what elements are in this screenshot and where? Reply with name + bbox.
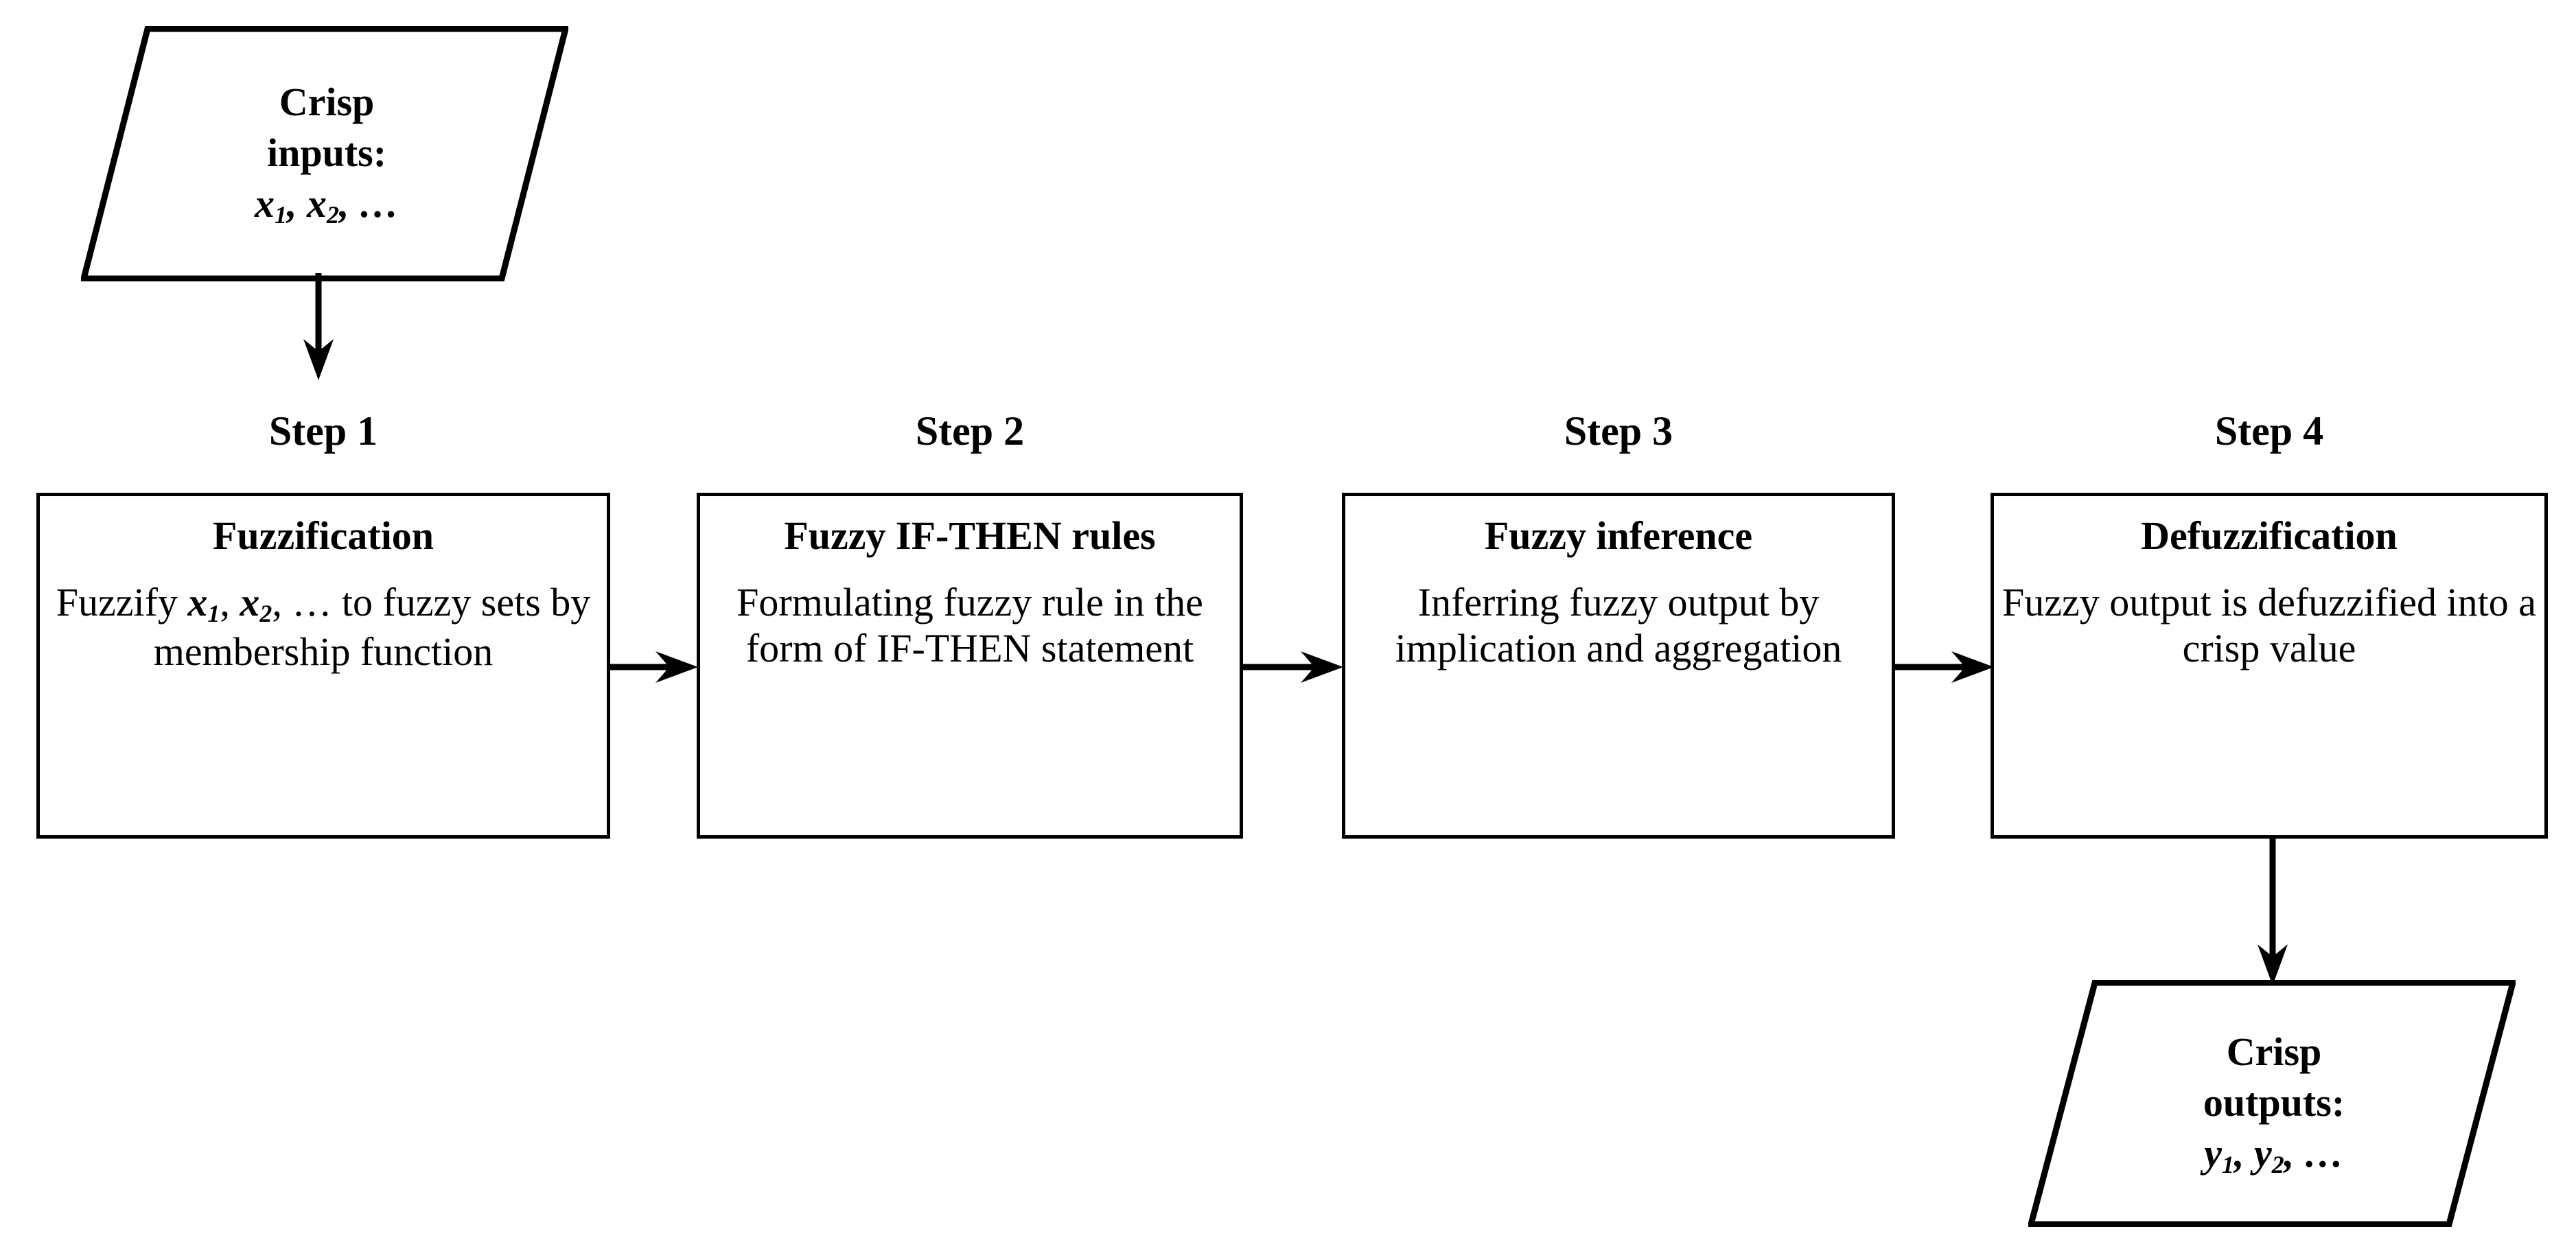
arrow-right-icon [1895,651,1994,683]
step-1-title: Fuzzification [212,513,434,558]
step-4-label: Step 4 [2214,408,2324,454]
step-3-label: Step 3 [1564,408,1673,454]
step-2-box[interactable]: Fuzzy IF-THEN rules Formulating fuzzy ru… [697,493,1243,839]
step-3-title: Fuzzy inference [1484,513,1753,558]
connector-step3-to-step4 [1895,649,1995,685]
step-4-body: Fuzzy output is defuzzified into a crisp… [2002,579,2536,671]
step-3-box[interactable]: Fuzzy inference Inferring fuzzy output b… [1342,493,1895,839]
connector-step2-to-step3 [1243,649,1345,685]
parallelogram-shape-output [2028,980,2516,1227]
arrow-right-icon [1243,651,1343,683]
connector-step1-to-step2 [610,649,699,685]
connector-step4-to-output [2256,836,2289,988]
crisp-inputs-node[interactable]: Crisp inputs: x1, x2, … [81,26,568,281]
step-4-box[interactable]: Defuzzification Fuzzy output is defuzzif… [1991,493,2548,839]
connector-input-to-step1 [302,273,335,383]
step-2-title: Fuzzy IF-THEN rules [784,513,1156,558]
step-1-box[interactable]: Fuzzification Fuzzify x1, x2, … to fuzzy… [36,493,610,839]
arrow-down-icon [2258,836,2288,985]
step-2-label: Step 2 [915,408,1025,454]
step-1-body: Fuzzify x1, x2, … to fuzzy sets by membe… [56,579,591,674]
parallelogram-shape-input [81,26,568,281]
step-1-label: Step 1 [268,408,378,454]
step-4-title: Defuzzification [2141,513,2398,558]
arrow-down-icon [303,273,334,380]
crisp-outputs-node[interactable]: Crisp outputs: y1, y2, … [2028,980,2516,1227]
arrow-right-icon [610,651,698,683]
step-2-body: Formulating fuzzy rule in the form of IF… [736,579,1203,671]
step-3-body: Inferring fuzzy output by implication an… [1395,579,1842,671]
